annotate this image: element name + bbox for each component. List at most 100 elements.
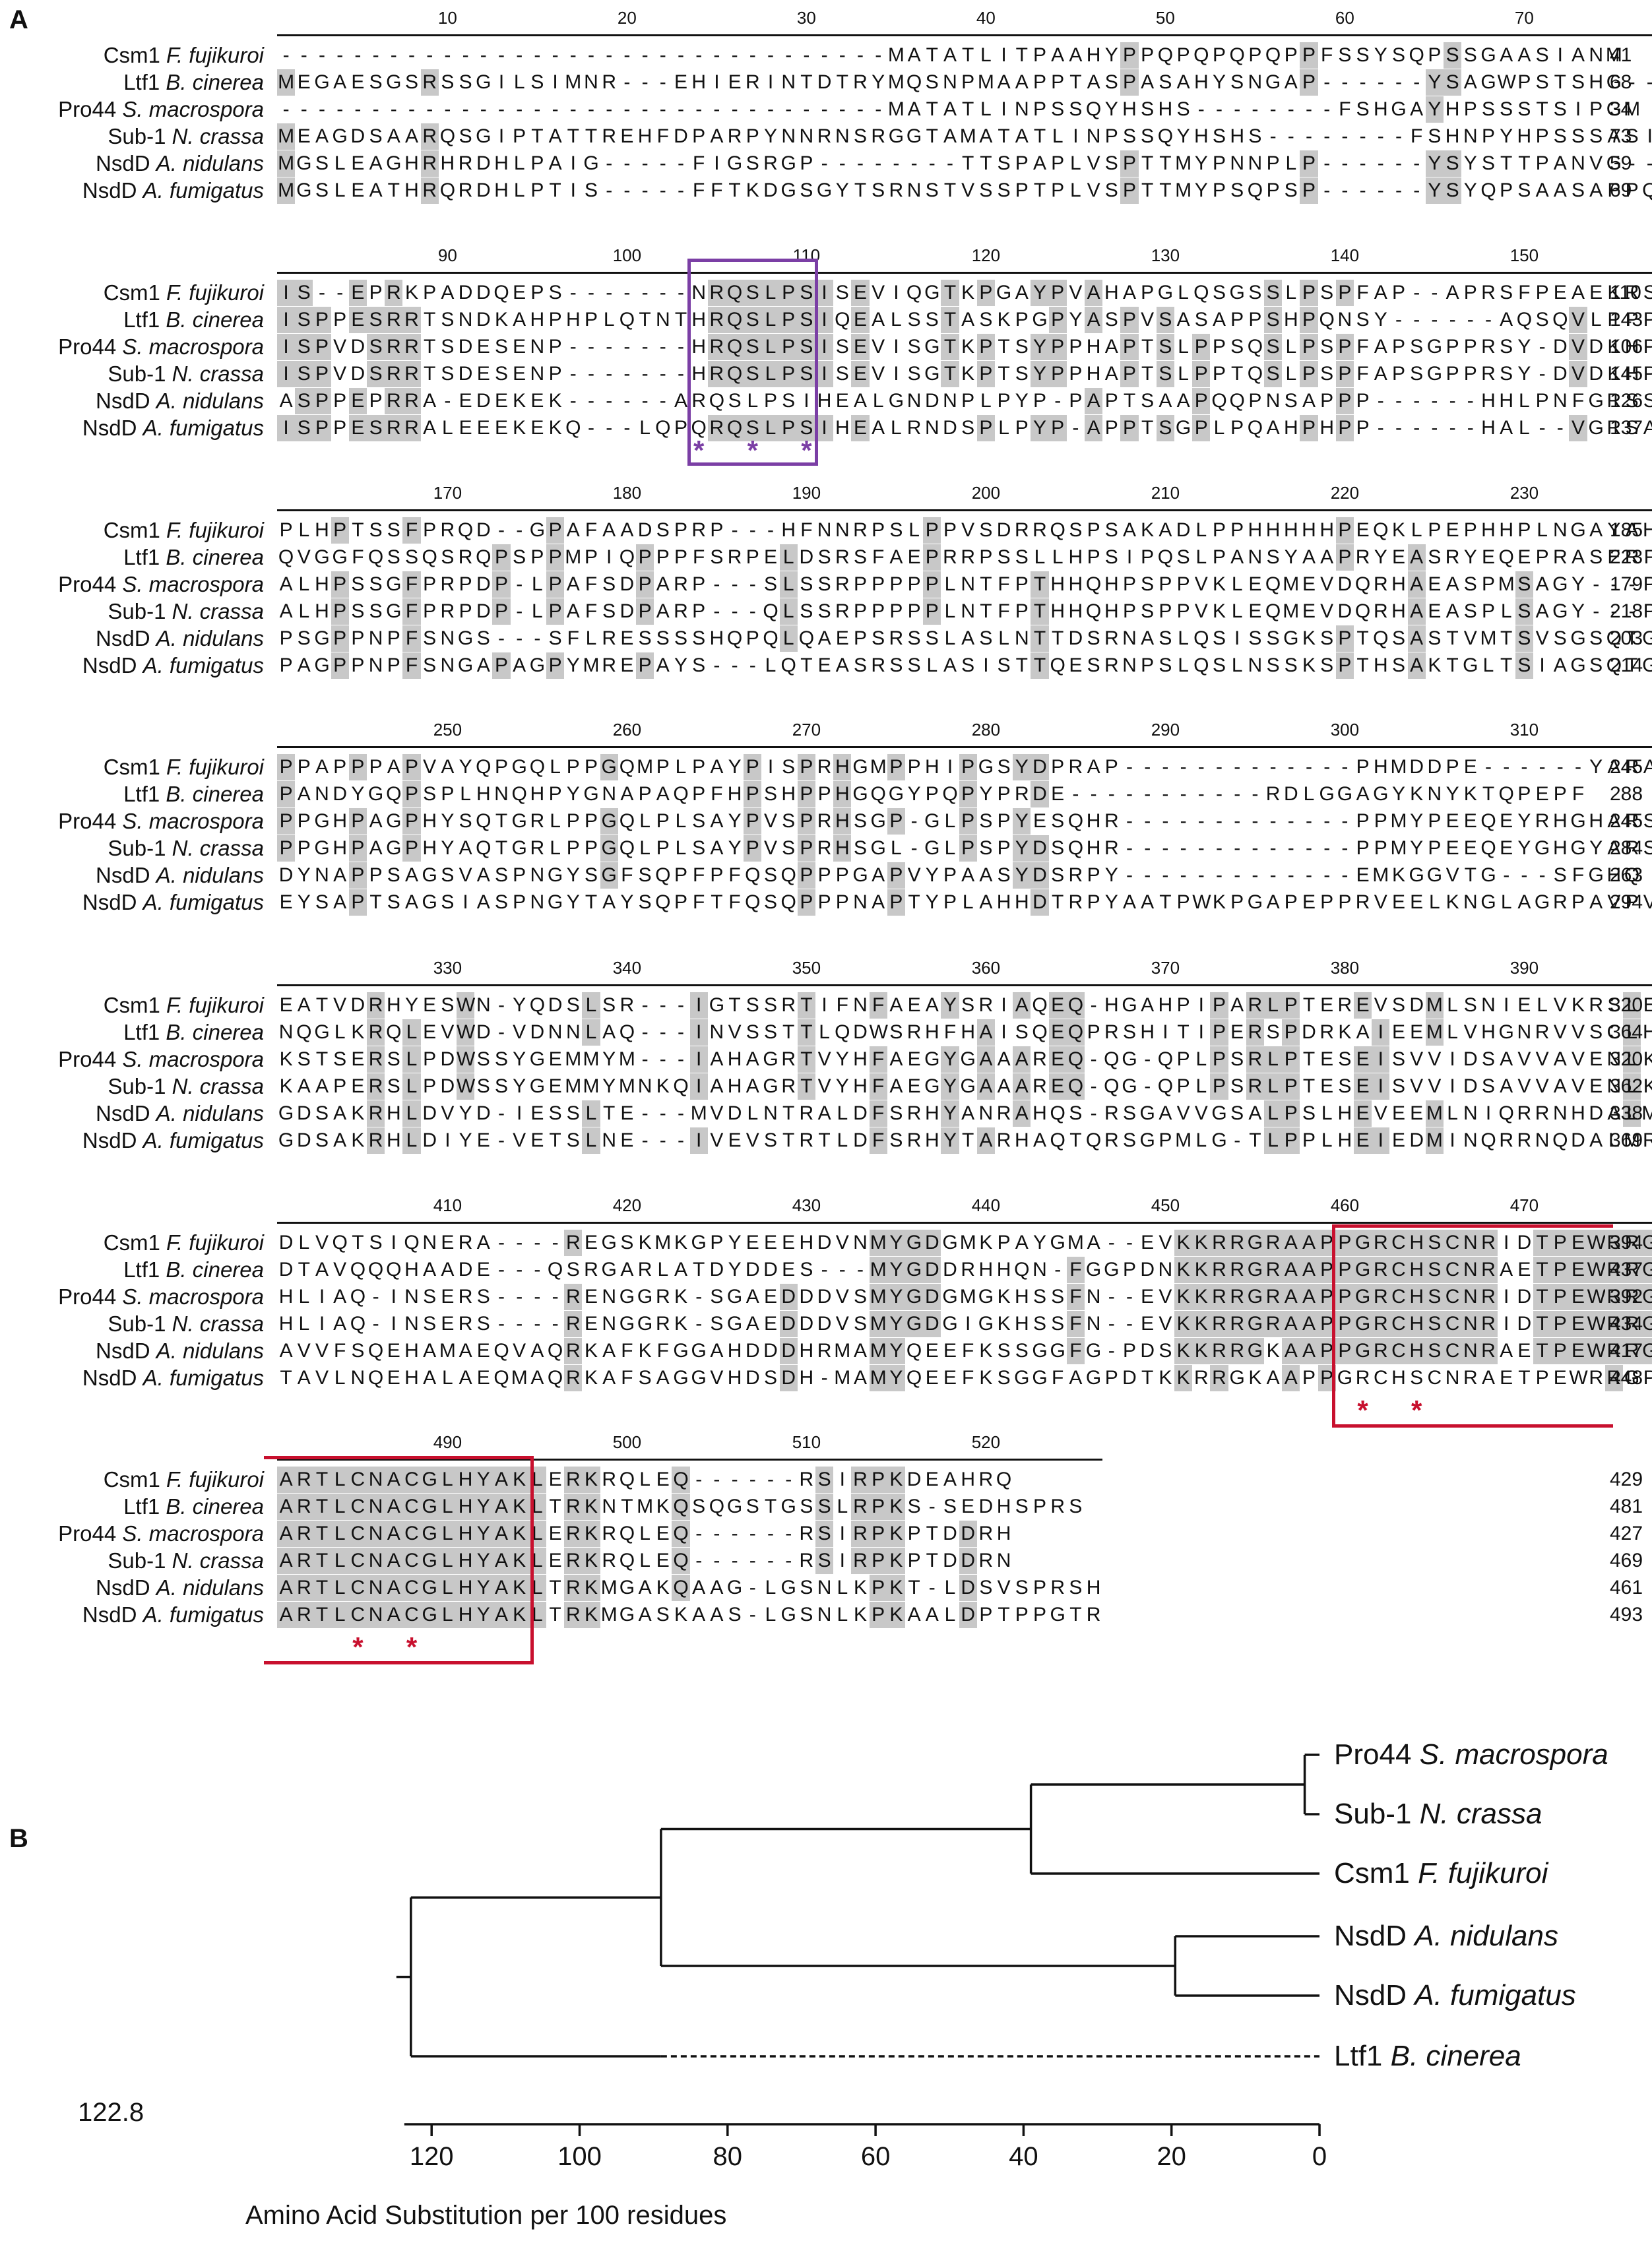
position-ruler <box>277 272 1652 274</box>
conserved-residue-star: * <box>747 435 758 466</box>
sequence-position-number: 437 <box>1610 1259 1643 1280</box>
sequence-position-number: 179 <box>1610 573 1643 595</box>
sequence-position-number: 73 <box>1610 125 1632 147</box>
position-tick: 170 <box>433 483 462 503</box>
sequence-position-number: 294 <box>1610 891 1643 913</box>
sequence-label: Csm1 F. fujikuroi <box>103 1230 264 1255</box>
sequence-label: NsdD A. fumigatus <box>82 1366 264 1390</box>
tree-scale-tick-label: 80 <box>713 2142 743 2171</box>
sequence-label: Csm1 F. fujikuroi <box>103 993 264 1017</box>
sequence-position-number: 461 <box>1610 1577 1643 1598</box>
sequence-position-number: 448 <box>1610 1367 1643 1389</box>
sequence-position-number: 245 <box>1610 810 1643 832</box>
sequence-label: Csm1 F. fujikuroi <box>103 518 264 542</box>
sequence-position-number: 469 <box>1610 1550 1643 1571</box>
sequence-label: Csm1 F. fujikuroi <box>103 280 264 305</box>
position-tick: 250 <box>433 720 462 740</box>
position-tick: 260 <box>612 720 642 740</box>
sequence-position-number: 429 <box>1610 1469 1643 1490</box>
position-tick: 150 <box>1509 245 1539 265</box>
sequence-label: NsdD A. nidulans <box>96 1101 264 1125</box>
position-ruler <box>277 1459 1103 1461</box>
sequence-label: NsdD A. nidulans <box>96 626 264 650</box>
panel-b-label: B <box>9 1824 28 1853</box>
position-tick: 90 <box>437 245 457 265</box>
sequence-position-number: 185 <box>1610 519 1643 541</box>
position-ruler <box>277 746 1652 748</box>
sequence-label: Sub-1 N. crassa <box>108 124 264 148</box>
sequence-position-number: 145 <box>1610 363 1643 385</box>
alignment-row: Csm1 F. fujikuroi-----------------------… <box>0 42 1652 69</box>
sequence-position-number: 338 <box>1610 1102 1643 1124</box>
sequence-position-number: 284 <box>1610 837 1643 859</box>
tree-leaf-label: Ltf1 B. cinerea <box>1334 2040 1521 2072</box>
sequence-label: Ltf1 B. cinerea <box>123 1020 264 1044</box>
tree-scale-tick-label: 20 <box>1157 2142 1186 2171</box>
red-zinc-finger-box-end <box>264 1456 534 1664</box>
position-tick: 270 <box>792 720 821 740</box>
sequence-position-number: 68 <box>1610 71 1632 93</box>
position-tick: 420 <box>612 1195 642 1215</box>
sequence-position-number: 320 <box>1610 994 1643 1016</box>
purple-motif-box <box>687 259 818 466</box>
tree-scale-tick-label: 60 <box>861 2142 891 2171</box>
sequence-label: Pro44 S. macrospora <box>58 1284 264 1309</box>
sequence-label: NsdD A. nidulans <box>96 1575 264 1600</box>
position-tick: 350 <box>792 958 821 978</box>
sequence-label: Ltf1 B. cinerea <box>123 782 264 806</box>
conserved-residue-star: * <box>1357 1395 1368 1426</box>
position-tick: 490 <box>433 1432 462 1452</box>
sequence-position-number: 364 <box>1610 1021 1643 1043</box>
sequence-position-number: 110 <box>1610 282 1641 303</box>
sequence-label: Sub-1 N. crassa <box>108 1311 264 1336</box>
tree-leaf-label: Csm1 F. fujikuroi <box>1334 1857 1548 1889</box>
conserved-residue-star: * <box>352 1631 364 1662</box>
position-tick: 70 <box>1514 8 1534 28</box>
sequence-label: Pro44 S. macrospora <box>58 572 264 596</box>
conserved-residue-star: * <box>801 435 812 466</box>
position-tick: 230 <box>1509 483 1539 503</box>
position-tick: 180 <box>612 483 642 503</box>
sequence-position-number: 34 <box>1610 98 1632 120</box>
position-tick: 450 <box>1151 1195 1180 1215</box>
sequence-label: NsdD A. nidulans <box>96 389 264 413</box>
sequence-label: Ltf1 B. cinerea <box>123 1494 264 1519</box>
sequence-label: Pro44 S. macrospora <box>58 334 264 359</box>
position-tick: 460 <box>1330 1195 1360 1215</box>
sequence-position-number: 320 <box>1610 1048 1643 1070</box>
conserved-residue-star: * <box>693 435 705 466</box>
sequence-label: Pro44 S. macrospora <box>58 1521 264 1546</box>
sequence-position-number: 106 <box>1610 336 1643 358</box>
position-tick: 500 <box>612 1432 642 1452</box>
sequence-position-number: 369 <box>1610 1129 1643 1151</box>
red-zinc-finger-box-start <box>1331 1224 1613 1428</box>
position-tick: 410 <box>433 1195 462 1215</box>
sequence-label: NsdD A. fumigatus <box>82 1602 264 1627</box>
position-tick: 140 <box>1330 245 1360 265</box>
sequence-label: Ltf1 B. cinerea <box>123 1257 264 1282</box>
position-tick: 310 <box>1509 720 1539 740</box>
tree-scale-tick-label: 0 <box>1312 2142 1327 2171</box>
tree-root-value: 122.8 <box>78 2098 144 2127</box>
sequence-label: Csm1 F. fujikuroi <box>103 43 264 67</box>
sequence-position-number: 481 <box>1610 1496 1643 1517</box>
